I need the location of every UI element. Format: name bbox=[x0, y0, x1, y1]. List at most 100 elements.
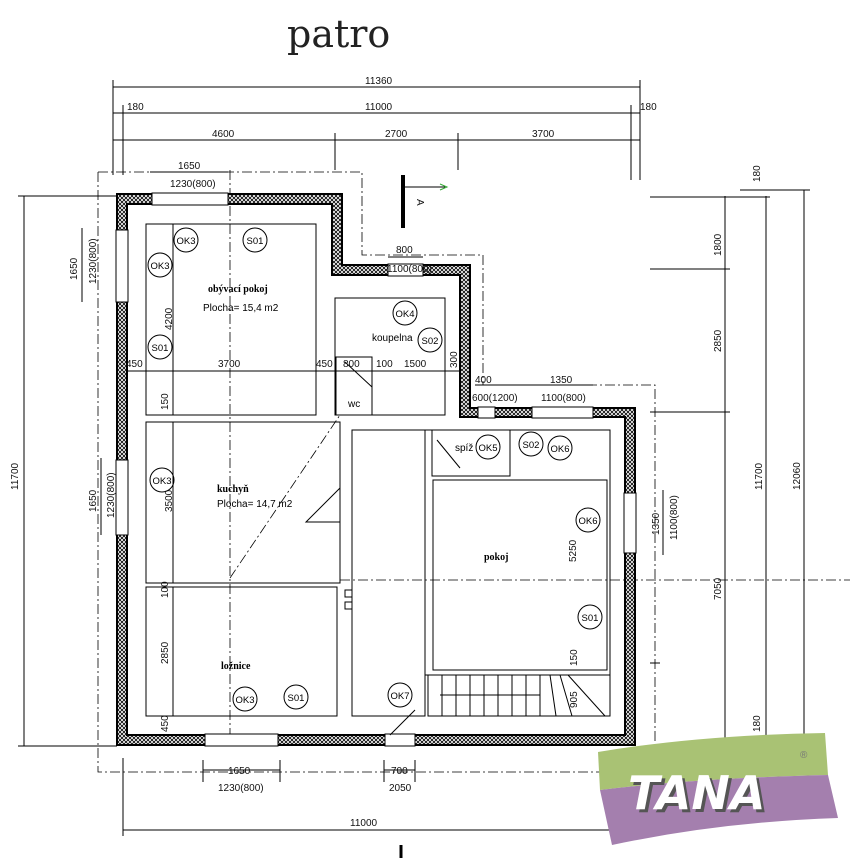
dimension-label: 1230(800) bbox=[88, 238, 99, 284]
tag-ok5: OK5 bbox=[475, 434, 501, 460]
room-bedroom-name: ložnice bbox=[221, 661, 251, 672]
dimension-label: 150 bbox=[569, 649, 580, 666]
dimension-label: 11000 bbox=[350, 818, 378, 829]
dimension-label: 2850 bbox=[160, 641, 171, 664]
dimension-label: OK3 bbox=[152, 476, 171, 487]
dimension-label: OK3 bbox=[176, 236, 195, 247]
dimension-label: 4200 bbox=[164, 307, 175, 330]
tag-s01: S01 bbox=[283, 684, 309, 710]
plan-title: patro bbox=[287, 12, 390, 56]
logo-text: TANA bbox=[628, 766, 766, 820]
tag-ok3: OK3 bbox=[173, 227, 199, 253]
dimension-label: S02 bbox=[523, 440, 540, 451]
dimension-label: 180 bbox=[127, 102, 144, 113]
dimension-label: 800 bbox=[396, 245, 413, 256]
dimension-label: OK4 bbox=[395, 309, 414, 320]
dimension-label: 1230(800) bbox=[170, 179, 216, 190]
tag-s02: S02 bbox=[518, 431, 544, 457]
dimension-label: 2050 bbox=[389, 783, 412, 794]
dimensions-right: 180 1800 2850 7050 180 11700 12060 1350 … bbox=[650, 165, 810, 752]
dimension-label: 1800 bbox=[713, 233, 724, 256]
tag-ok3: OK3 bbox=[149, 467, 175, 493]
tag-s01: S01 bbox=[147, 334, 173, 360]
dimension-label: 180 bbox=[640, 102, 657, 113]
tag-s02: S02 bbox=[417, 327, 443, 353]
dimension-label: 1650 bbox=[178, 161, 201, 172]
dimension-label: 2850 bbox=[713, 329, 724, 352]
axis-lines bbox=[97, 170, 850, 773]
dimension-label: S02 bbox=[422, 336, 439, 347]
tag-ok6: OK6 bbox=[575, 507, 601, 533]
dimension-label: 3700 bbox=[532, 129, 555, 140]
dimension-label: S01 bbox=[152, 343, 169, 354]
dimension-label: 600(1200) bbox=[472, 393, 518, 404]
dimensions-interior: 4200 450 3700 450 800 100 1500 300 150 3… bbox=[126, 307, 580, 732]
section-label: A bbox=[414, 199, 425, 206]
tana-logo: TANA ® bbox=[598, 733, 838, 845]
room-bathroom-name: koupelna bbox=[372, 333, 413, 344]
room-wc-name: wc bbox=[347, 399, 360, 410]
dimension-label: 12060 bbox=[792, 462, 803, 490]
dimension-label: 1230(800) bbox=[218, 783, 264, 794]
dimension-label: 100 bbox=[160, 581, 171, 598]
dimension-label: 1100(800) bbox=[541, 393, 586, 404]
room-pokoj-name: pokoj bbox=[484, 552, 508, 563]
element-tags: OK3 S01 OK3 S01 OK4 S02 OK3 OK5 S02 OK6 … bbox=[147, 227, 603, 712]
dimension-label: 1500 bbox=[404, 359, 427, 370]
openings bbox=[115, 192, 637, 747]
dimension-label: 905 bbox=[569, 691, 580, 708]
dimension-label: 3500 bbox=[164, 489, 175, 512]
dimension-label: OK5 bbox=[478, 443, 497, 454]
dimension-label: 1350 bbox=[651, 512, 662, 535]
dimension-label: 3700 bbox=[218, 359, 241, 370]
tag-ok3: OK3 bbox=[147, 252, 173, 278]
dimension-label: 11700 bbox=[10, 462, 21, 490]
tag-ok3: OK3 bbox=[232, 686, 258, 712]
dimension-label: 11000 bbox=[365, 102, 393, 113]
dimensions-bottom: 1650 1230(800) 700 2050 11000 bbox=[122, 758, 612, 858]
dimension-label: 100 bbox=[376, 359, 393, 370]
dimension-label: OK3 bbox=[235, 695, 254, 706]
registered-mark: ® bbox=[800, 750, 808, 761]
dimension-label: 180 bbox=[752, 715, 763, 732]
dimensions-top: 11360 180 11000 180 4600 2700 3700 1650 … bbox=[112, 76, 657, 404]
room-labels: obývací pokoj Plocha= 15,4 m2 koupelna w… bbox=[203, 284, 508, 672]
interior-walls bbox=[127, 223, 611, 736]
tag-s01: S01 bbox=[577, 604, 603, 630]
dimension-label: 450 bbox=[126, 359, 143, 370]
dimension-label: S01 bbox=[288, 693, 305, 704]
dimension-label: OK6 bbox=[550, 444, 569, 455]
exterior-wall bbox=[116, 193, 636, 746]
dimension-label: 800 bbox=[343, 359, 360, 370]
dimension-label: 300 bbox=[449, 351, 460, 368]
room-pantry-name: spíž bbox=[455, 443, 473, 454]
dimension-label: 11700 bbox=[754, 462, 765, 490]
room-kitchen-name: kuchyň bbox=[217, 484, 249, 495]
tag-s01: S01 bbox=[242, 227, 268, 253]
room-living-area: Plocha= 15,4 m2 bbox=[203, 303, 279, 314]
dimension-label: 150 bbox=[160, 393, 171, 410]
dimension-label: OK3 bbox=[150, 261, 169, 272]
section-mark: A bbox=[401, 175, 449, 228]
dimension-label: 11360 bbox=[365, 76, 393, 87]
dimension-label: 180 bbox=[752, 165, 763, 182]
dimension-label: 450 bbox=[160, 715, 171, 732]
dimension-label: 1350 bbox=[550, 375, 573, 386]
dimension-label: 450 bbox=[316, 359, 333, 370]
dimension-label: 1650 bbox=[88, 489, 99, 512]
dimension-label: OK6 bbox=[578, 516, 597, 527]
tag-ok4: OK4 bbox=[392, 300, 418, 326]
dimension-label: 400 bbox=[475, 375, 492, 386]
room-kitchen-area: Plocha= 14,7 m2 bbox=[217, 499, 293, 510]
dimension-label: OK7 bbox=[390, 691, 409, 702]
dimension-label: 4600 bbox=[212, 129, 235, 140]
dimension-label: 7050 bbox=[713, 577, 724, 600]
dimension-label: 1230(800) bbox=[106, 472, 117, 518]
dimension-label: 1100(800) bbox=[387, 264, 432, 275]
dimension-label: 1100(800) bbox=[669, 495, 680, 540]
dimensions-left: 11700 1650 1230(800) 1650 1230(800) bbox=[10, 195, 117, 747]
dimension-label: S01 bbox=[582, 613, 599, 624]
dimension-label: 700 bbox=[391, 766, 408, 777]
dimension-label: 5250 bbox=[568, 539, 579, 562]
